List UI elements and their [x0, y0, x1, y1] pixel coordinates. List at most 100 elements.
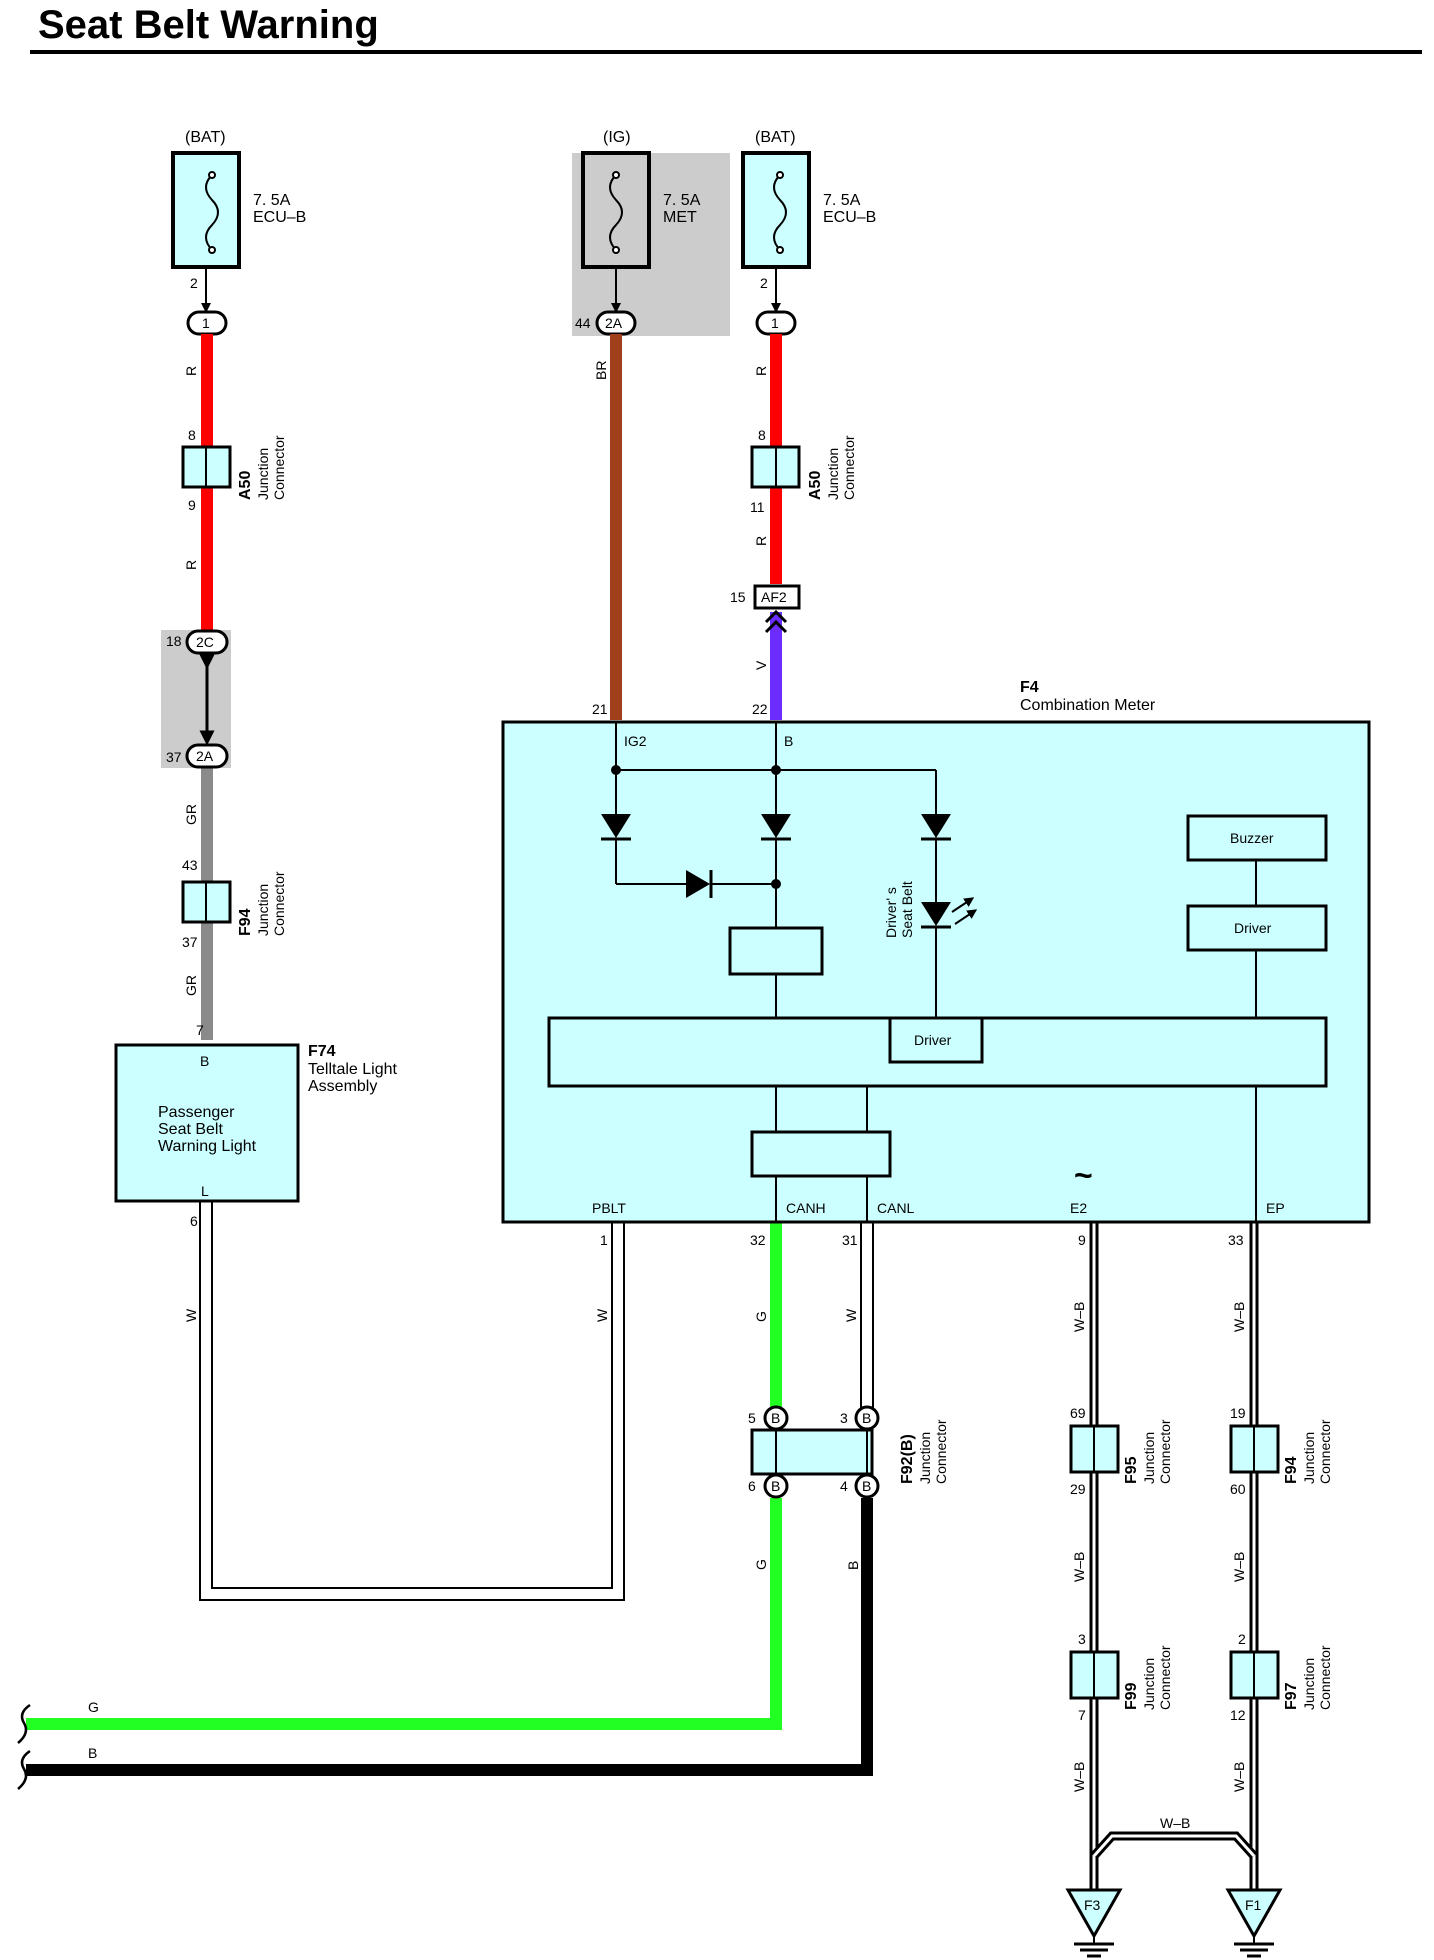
wire-white-loop: [199, 1200, 625, 1601]
svg-text:V: V: [753, 660, 769, 670]
svg-text:7: 7: [1078, 1707, 1086, 1723]
svg-text:W: W: [594, 1308, 610, 1322]
svg-text:B: B: [200, 1053, 209, 1069]
svg-text:W–B: W–B: [1071, 1552, 1087, 1582]
wire-break-g: [17, 1703, 31, 1744]
svg-text:1: 1: [202, 315, 210, 331]
wire-labels: R R BR R R V GR GR W W G W G B W–B W–B W…: [88, 361, 1247, 1831]
svg-text:CANL: CANL: [877, 1200, 915, 1216]
svg-text:W–B: W–B: [1231, 1302, 1247, 1332]
svg-text:B: B: [862, 1410, 871, 1426]
svg-text:22: 22: [752, 701, 768, 717]
svg-text:2C: 2C: [196, 634, 214, 650]
junction-f94-left: 43 37 F94 Junction Connector: [181, 857, 287, 950]
combination-meter: F4 Combination Meter 21 22 IG2 B: [501, 679, 1371, 1248]
svg-text:32: 32: [750, 1232, 766, 1248]
svg-text:3: 3: [840, 1410, 848, 1426]
svg-text:44: 44: [575, 315, 591, 331]
svg-text:Assembly: Assembly: [308, 1078, 377, 1095]
svg-text:21: 21: [592, 701, 608, 717]
svg-text:B: B: [771, 1410, 780, 1426]
svg-text:EP: EP: [1266, 1200, 1285, 1216]
svg-text:(BAT): (BAT): [755, 129, 796, 146]
svg-text:F4: F4: [1020, 679, 1039, 696]
svg-text:(IG): (IG): [603, 129, 631, 146]
svg-text:G: G: [753, 1311, 769, 1322]
svg-text:Passenger: Passenger: [158, 1104, 235, 1121]
svg-text:F3: F3: [1084, 1897, 1101, 1913]
svg-text:5: 5: [748, 1410, 756, 1426]
svg-text:G: G: [88, 1699, 99, 1715]
svg-text:W–B: W–B: [1071, 1762, 1087, 1792]
svg-text:1: 1: [771, 315, 779, 331]
svg-text:GR: GR: [183, 804, 199, 825]
svg-text:Connector: Connector: [1317, 1419, 1333, 1484]
svg-text:4: 4: [840, 1478, 848, 1494]
svg-text:Connector: Connector: [271, 435, 287, 500]
junction-a50-left: 8 9 A50 Junction Connector: [181, 427, 287, 513]
svg-text:Junction: Junction: [1301, 1658, 1317, 1710]
svg-text:Junction: Junction: [917, 1432, 933, 1484]
svg-text:GR: GR: [183, 975, 199, 996]
svg-text:19: 19: [1230, 1405, 1246, 1421]
svg-text:AF2: AF2: [761, 589, 787, 605]
svg-text:15: 15: [730, 589, 746, 605]
svg-text:F99: F99: [1123, 1682, 1140, 1710]
svg-text:7: 7: [196, 1022, 204, 1038]
page-title: Seat Belt Warning: [38, 3, 379, 47]
svg-text:Combination Meter: Combination Meter: [1020, 697, 1156, 714]
wire-black-canl: [26, 1498, 873, 1776]
svg-text:60: 60: [1230, 1481, 1246, 1497]
svg-text:Driver' s: Driver' s: [883, 887, 899, 938]
svg-text:B: B: [845, 1561, 861, 1570]
svg-text:R: R: [753, 536, 769, 546]
svg-text:29: 29: [1070, 1481, 1086, 1497]
junction-f92b: B B B B 5 3 6 4 F92(B) Junction Connecto…: [748, 1405, 949, 1499]
svg-text:8: 8: [758, 427, 766, 443]
svg-text:~: ~: [1074, 1157, 1093, 1193]
svg-text:37: 37: [166, 749, 182, 765]
wire-wb-crosslink: [1090, 1831, 1258, 1860]
svg-text:Warning Light: Warning Light: [158, 1138, 257, 1155]
svg-text:F92(B): F92(B): [899, 1434, 916, 1484]
svg-text:7. 5A: 7. 5A: [823, 192, 861, 209]
svg-text:Junction: Junction: [1141, 1432, 1157, 1484]
wire-break-b: [17, 1749, 31, 1790]
inline-connector-2a: 37 2A: [166, 743, 229, 769]
svg-text:Junction: Junction: [255, 448, 271, 500]
junction-f97: 2 12 F97 Junction Connector: [1229, 1631, 1333, 1723]
svg-text:Telltale Light: Telltale Light: [308, 1061, 398, 1078]
svg-text:W–B: W–B: [1231, 1762, 1247, 1792]
svg-text:F1: F1: [1245, 1897, 1262, 1913]
svg-text:ECU–B: ECU–B: [253, 209, 306, 226]
svg-text:7. 5A: 7. 5A: [663, 192, 701, 209]
svg-text:Junction: Junction: [1301, 1432, 1317, 1484]
inline-connector-2c: 18 2C: [166, 629, 229, 655]
svg-text:Connector: Connector: [1157, 1645, 1173, 1710]
inline-connector-af2: 15 AF2: [730, 584, 801, 634]
svg-text:B: B: [88, 1745, 97, 1761]
svg-text:6: 6: [190, 1213, 198, 1229]
svg-text:43: 43: [182, 857, 198, 873]
svg-text:BR: BR: [593, 361, 609, 380]
svg-text:Connector: Connector: [1317, 1645, 1333, 1710]
svg-text:12: 12: [1230, 1707, 1246, 1723]
svg-text:7. 5A: 7. 5A: [253, 192, 291, 209]
svg-text:W: W: [843, 1308, 859, 1322]
svg-text:R: R: [183, 560, 199, 570]
svg-text:2A: 2A: [196, 748, 214, 764]
svg-text:Driver: Driver: [1234, 920, 1272, 936]
svg-text:W–B: W–B: [1071, 1302, 1087, 1332]
svg-text:Junction: Junction: [1141, 1658, 1157, 1710]
svg-text:W–B: W–B: [1160, 1815, 1190, 1831]
svg-text:37: 37: [182, 934, 198, 950]
telltale-light-assembly: F74 Telltale Light Assembly 7 B Passenge…: [114, 1022, 398, 1229]
svg-text:L: L: [201, 1183, 209, 1199]
svg-text:B: B: [784, 733, 793, 749]
ground-f3: F3: [1065, 1888, 1123, 1958]
svg-text:(BAT): (BAT): [185, 129, 226, 146]
svg-text:11: 11: [750, 499, 765, 515]
svg-text:R: R: [183, 366, 199, 376]
svg-text:PBLT: PBLT: [592, 1200, 626, 1216]
